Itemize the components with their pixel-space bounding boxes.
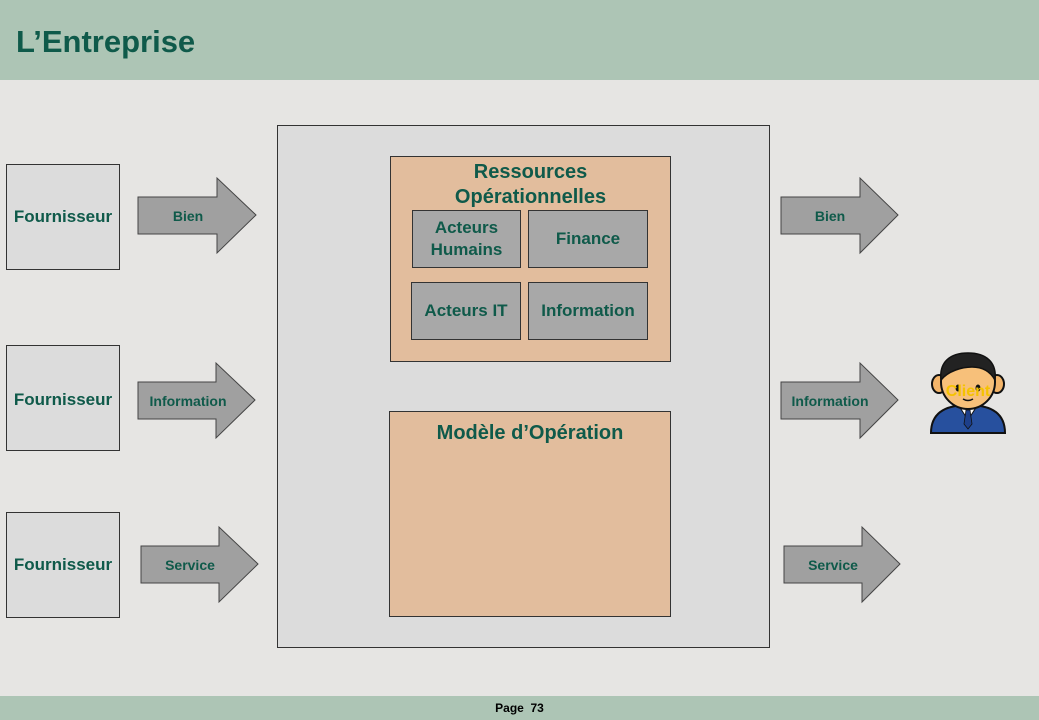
supplier-box-1: Fournisseur: [6, 164, 120, 270]
resource-label: Acteurs IT: [424, 301, 508, 320]
arrow-label: Bien: [173, 208, 203, 224]
operating-model-box: Modèle d’Opération: [389, 411, 671, 617]
supplier-label: Fournisseur: [13, 555, 113, 574]
supplier-box-3: Fournisseur: [6, 512, 120, 618]
resource-label: Humains: [430, 240, 503, 259]
arrow-label: Bien: [815, 208, 845, 224]
resource-label: Information: [541, 301, 635, 320]
page-number: Page 73: [495, 701, 544, 715]
arrow-label: Information: [792, 393, 869, 409]
resources-title-line1: Ressources: [473, 161, 588, 183]
arrow-label: Service: [165, 557, 215, 573]
resource-finance: Finance: [528, 210, 648, 268]
supplier-label: Fournisseur: [13, 207, 113, 226]
resource-information: Information: [528, 282, 648, 340]
arrow-out-information: Information: [780, 361, 899, 440]
supplier-label: Fournisseur: [13, 390, 113, 409]
client-label: Client: [945, 383, 991, 400]
resource-label: Finance: [555, 229, 621, 248]
resource-it-actors: Acteurs IT: [411, 282, 521, 340]
arrow-in-service: Service: [140, 525, 259, 604]
operating-model-title: Modèle d’Opération: [436, 422, 624, 444]
footer-bar: Page 73: [0, 696, 1039, 720]
arrow-in-bien: Bien: [137, 176, 257, 255]
arrow-out-bien: Bien: [780, 176, 899, 255]
arrow-label: Service: [808, 557, 858, 573]
arrow-out-service: Service: [783, 525, 901, 604]
arrow-in-information: Information: [137, 361, 256, 440]
arrow-label: Information: [150, 393, 227, 409]
supplier-box-2: Fournisseur: [6, 345, 120, 451]
resources-title-line2: Opérationnelles: [454, 186, 607, 208]
client-person-icon: [929, 352, 1007, 434]
page-title: L’Entreprise: [16, 24, 196, 59]
header-bar: L’Entreprise: [0, 0, 1039, 80]
resource-label: Acteurs: [434, 218, 499, 237]
resource-human-actors: Acteurs Humains: [412, 210, 521, 268]
